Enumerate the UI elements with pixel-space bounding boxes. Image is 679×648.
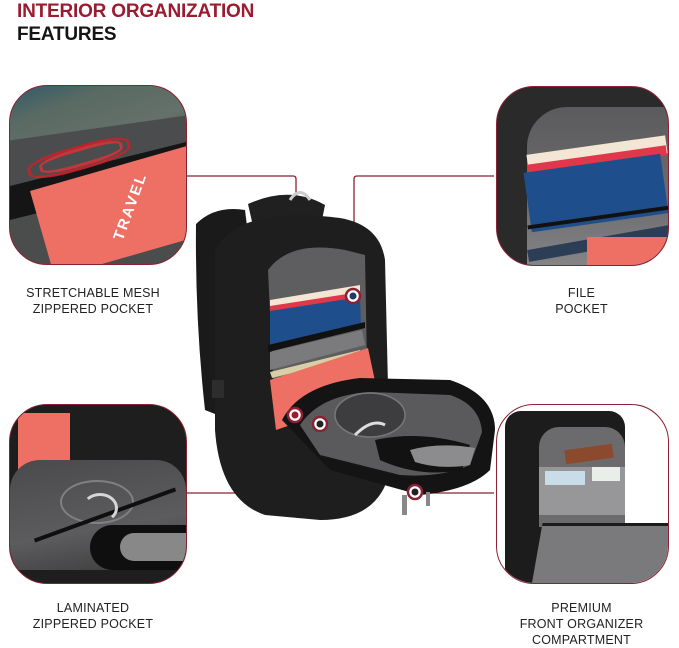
feature-image-file-pocket [496,86,669,266]
caption-file-pocket: FILE POCKET [496,285,667,317]
caption-line: COMPARTMENT [532,633,631,647]
feature-image-mesh-pocket: TRAVEL [9,85,187,265]
feature-image-laminated-pocket [9,404,187,584]
caption-laminated-pocket: LAMINATED ZIPPERED POCKET [0,600,186,632]
caption-line: ZIPPERED POCKET [32,302,154,316]
caption-line: PREMIUM [551,601,612,615]
caption-line: FILE [567,286,596,300]
caption-front-organizer: PREMIUM FRONT ORGANIZER COMPARTMENT [496,600,667,648]
feature-image-front-organizer [496,404,669,584]
page-header: INTERIOR ORGANIZATION FEATURES [17,0,254,46]
caption-mesh-pocket: STRETCHABLE MESH ZIPPERED POCKET [0,285,186,317]
caption-line: POCKET [555,302,608,316]
caption-line: LAMINATED [56,601,130,615]
header-subtitle: FEATURES [17,24,117,45]
caption-line: FRONT ORGANIZER [519,617,644,631]
caption-line: ZIPPERED POCKET [32,617,154,631]
caption-line: STRETCHABLE MESH [26,286,160,300]
header-title: INTERIOR ORGANIZATION [17,1,255,22]
